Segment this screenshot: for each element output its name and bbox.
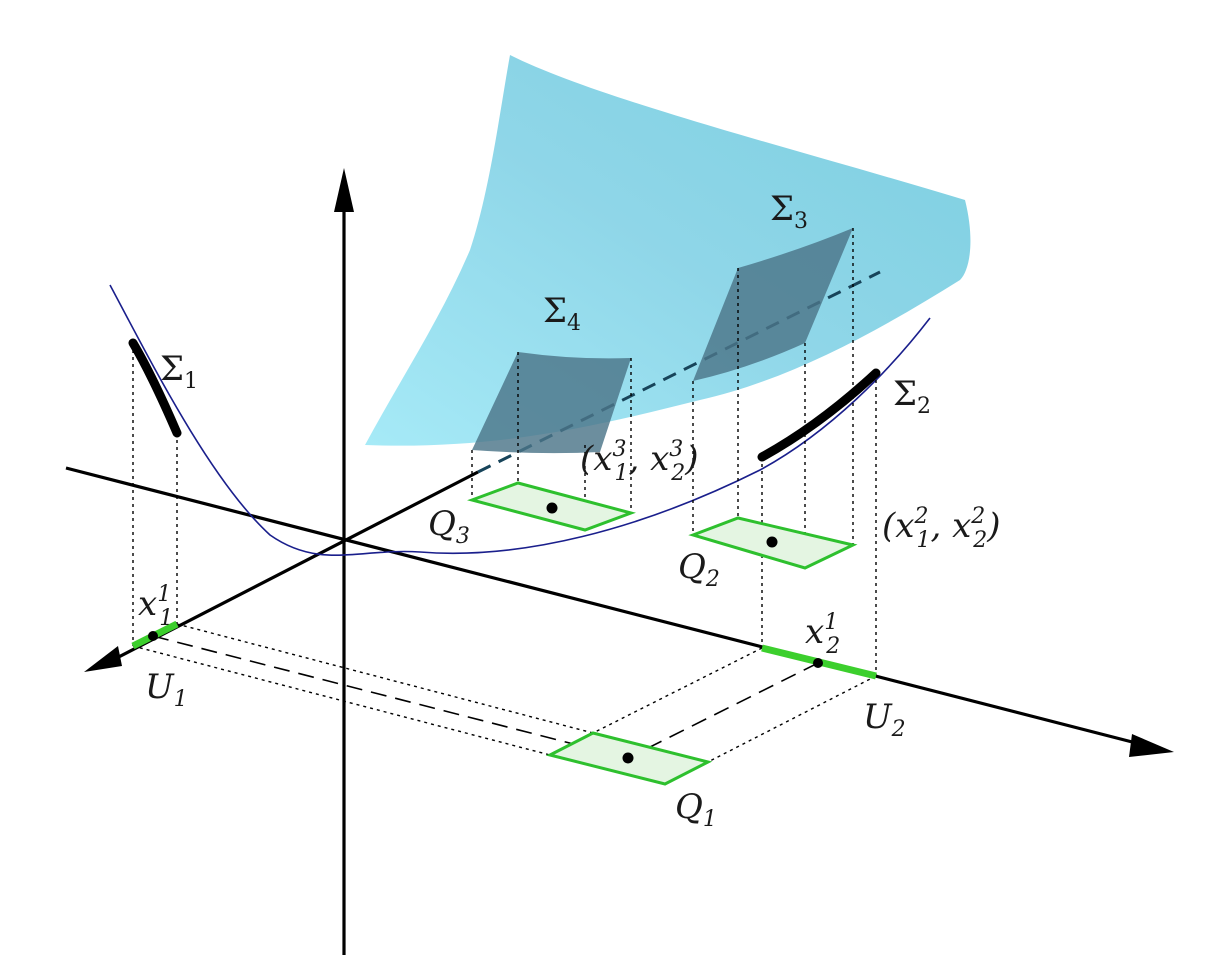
depth-axis-arrow	[84, 646, 122, 672]
guide-dashed	[627, 662, 819, 759]
patch-sigma4	[472, 352, 631, 454]
label-q2: Q2	[678, 547, 720, 592]
label-q3: Q3	[428, 504, 470, 549]
surface	[365, 55, 971, 446]
point-x21	[813, 658, 823, 668]
point-x11	[148, 631, 158, 641]
proj-line	[707, 675, 877, 763]
label-sigma4: Σ4	[543, 291, 581, 336]
label-u2: U2	[863, 697, 906, 742]
proj-line	[176, 623, 594, 734]
point-q3	[546, 502, 558, 514]
proj-line	[592, 647, 763, 734]
proj-line	[132, 645, 551, 756]
label-u1: U1	[145, 667, 188, 712]
horizontal-axis-arrow	[1129, 734, 1174, 757]
point-q1	[622, 752, 634, 764]
vertical-axis-arrow	[334, 168, 354, 212]
arc-sigma1	[128, 338, 182, 438]
label-q1: Q1	[675, 787, 717, 832]
guide-dashed	[152, 635, 629, 759]
point-q2	[766, 536, 778, 548]
horizontal-axis	[65, 466, 1141, 746]
patch-sigma3	[693, 228, 853, 381]
curve	[109, 284, 931, 556]
label-sigma1: Σ1	[160, 349, 198, 394]
arc-sigma2	[757, 368, 881, 462]
label-sigma3: Σ3	[770, 189, 808, 234]
label-sigma2: Σ2	[893, 374, 931, 419]
